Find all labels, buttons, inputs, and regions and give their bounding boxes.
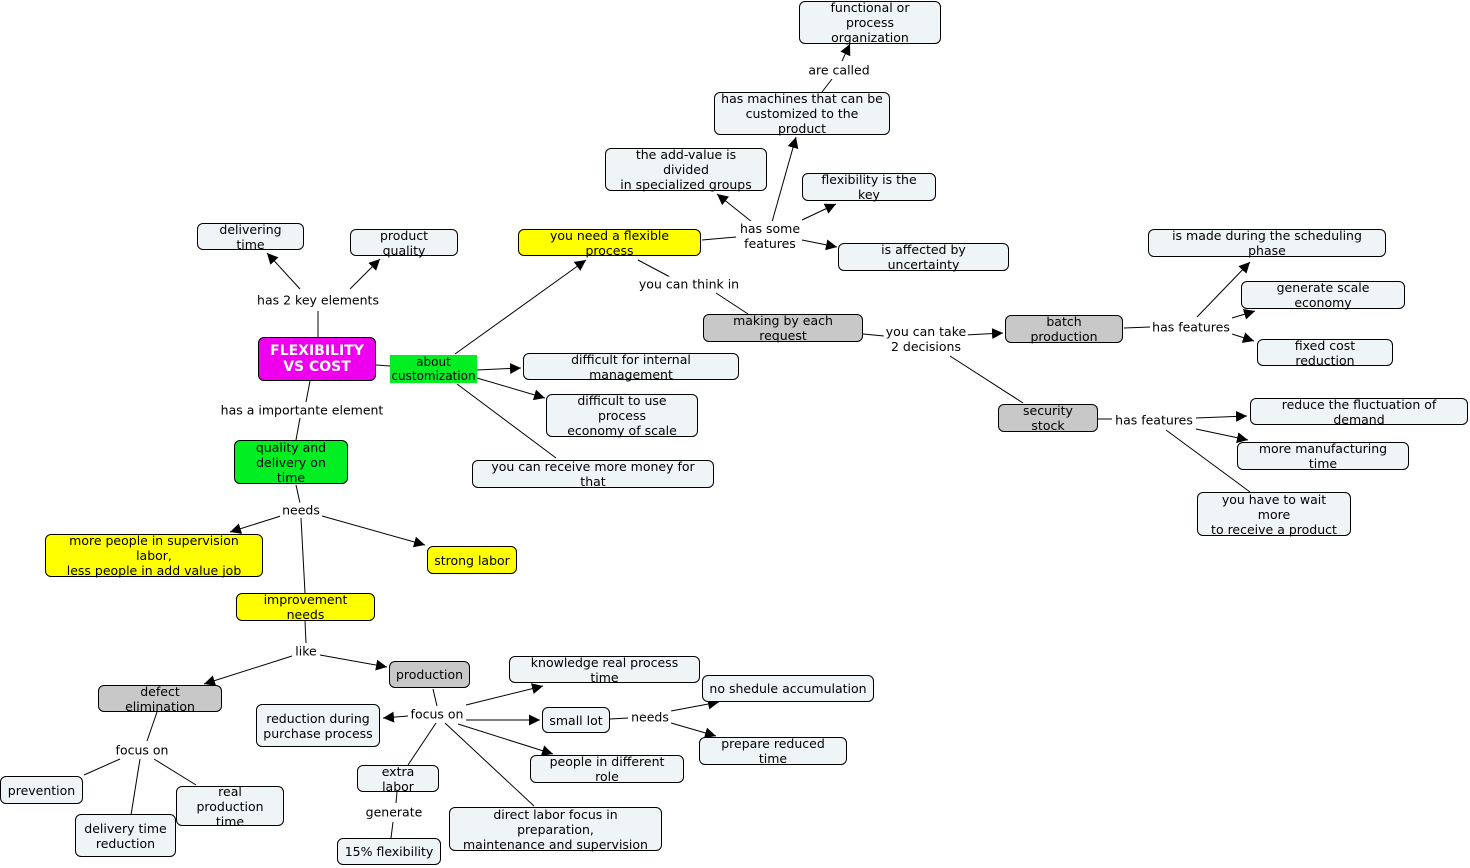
- node-wait-more[interactable]: you have to wait more to receive a produ…: [1197, 492, 1351, 537]
- node-real-production-time[interactable]: real production time: [176, 784, 284, 829]
- node-quality-delivery[interactable]: quality and delivery on time: [234, 440, 348, 485]
- node-flexibility-is-key[interactable]: flexibility is the key: [802, 172, 936, 202]
- node-reduction-purchase[interactable]: reduction during purchase process: [256, 704, 380, 747]
- link-label-has-features-batch: has features: [1150, 319, 1232, 335]
- node-prepare-reduced-time[interactable]: prepare reduced time: [699, 736, 847, 766]
- node-about-customization[interactable]: about customization: [390, 355, 477, 383]
- node-delivery-time-reduction[interactable]: delivery time reduction: [75, 814, 176, 857]
- link-label-has-importante-element: has a importante element: [218, 402, 386, 418]
- node-more-people-supervision[interactable]: more people in supervision labor, less p…: [45, 533, 263, 578]
- node-product-quality[interactable]: product quality: [350, 228, 458, 258]
- link-label-needs-small-lot: needs: [629, 709, 671, 725]
- node-making-each-request[interactable]: making by each request: [703, 313, 863, 343]
- node-more-money[interactable]: you can receive more money for that: [472, 459, 714, 489]
- node-security-stock[interactable]: security stock: [998, 403, 1098, 433]
- node-scheduling-phase[interactable]: is made during the scheduling phase: [1148, 228, 1386, 258]
- node-prevention[interactable]: prevention: [0, 776, 83, 804]
- node-scale-economy[interactable]: generate scale economy: [1241, 280, 1405, 310]
- node-people-different-role[interactable]: people in different role: [530, 754, 684, 784]
- link-label-has-some-features: has some features: [737, 221, 803, 251]
- node-batch-production[interactable]: batch production: [1005, 314, 1123, 344]
- node-add-value-divided[interactable]: the add-value is divided in specialized …: [605, 147, 767, 192]
- node-delivering-time[interactable]: delivering time: [197, 222, 304, 252]
- node-difficult-internal-management[interactable]: difficult for internal management: [523, 352, 739, 382]
- node-defect-elimination[interactable]: defect elimination: [98, 684, 222, 714]
- link-label-focus-on-production: focus on: [408, 706, 466, 722]
- node-no-schedule-accumulation[interactable]: no shedule accumulation: [702, 675, 874, 702]
- link-label-needs: needs: [280, 502, 322, 518]
- link-label-has-features-stock: has features: [1113, 412, 1195, 428]
- node-reduce-fluctuation[interactable]: reduce the fluctuation of demand: [1250, 397, 1468, 427]
- link-label-you-can-think-in: you can think in: [636, 276, 742, 292]
- node-fixed-cost-reduction[interactable]: fixed cost reduction: [1257, 338, 1393, 368]
- node-15-flexibility[interactable]: 15% flexibility: [337, 838, 441, 865]
- link-label-like: like: [293, 643, 319, 659]
- node-functional-organization[interactable]: functional or process organization: [799, 0, 941, 45]
- node-strong-labor[interactable]: strong labor: [427, 546, 517, 574]
- node-extra-labor[interactable]: extra labor: [357, 764, 439, 794]
- node-difficult-economy-of-scale[interactable]: difficult to use process economy of scal…: [546, 393, 698, 438]
- node-small-lot[interactable]: small lot: [542, 707, 610, 733]
- node-improvement-needs[interactable]: improvement needs: [236, 592, 375, 622]
- link-label-you-can-take-2-decisions: you can take 2 decisions: [883, 324, 969, 354]
- node-flexible-process[interactable]: you need a flexible process: [518, 228, 701, 258]
- node-more-manufacturing-time[interactable]: more manufacturing time: [1237, 441, 1409, 471]
- node-knowledge-real-process-time[interactable]: knowledge real process time: [509, 655, 700, 685]
- link-label-generate: generate: [363, 804, 425, 820]
- link-label-focus-on-defect: focus on: [113, 742, 171, 758]
- link-label-are-called: are called: [806, 62, 872, 78]
- link-label-has-2-key-elements: has 2 key elements: [255, 292, 381, 308]
- root-node-flexibility-vs-cost[interactable]: FLEXIBILITY VS COST: [258, 337, 376, 381]
- node-machines-customized[interactable]: has machines that can be customized to t…: [714, 91, 890, 136]
- node-affected-by-uncertainty[interactable]: is affected by uncertainty: [838, 242, 1009, 272]
- node-direct-labor-focus[interactable]: direct labor focus in preparation, maint…: [449, 807, 662, 852]
- node-production[interactable]: production: [389, 661, 470, 688]
